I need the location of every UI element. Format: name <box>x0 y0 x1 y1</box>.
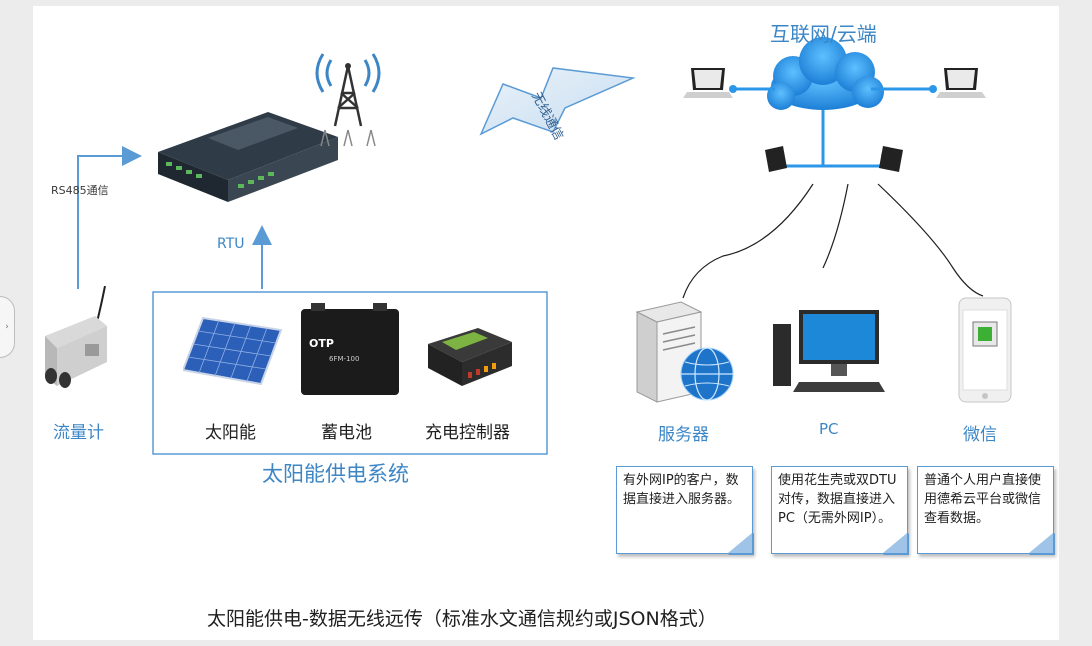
diagram-connectors <box>77 37 984 455</box>
laptop-right-icon <box>936 68 986 98</box>
pc-icon <box>773 310 885 392</box>
note-pc-text: 使用花生壳或双DTU对传，数据直接进入PC（无需外网IP）。 <box>778 473 897 526</box>
diagram-canvas: OTP 6FM-100 <box>33 6 1059 640</box>
wireless-bolt <box>479 67 636 136</box>
footer-caption: 太阳能供电-数据无线远传（标准水文通信规约或JSON格式） <box>207 608 717 630</box>
flowmeter-icon <box>45 286 107 388</box>
note-server: 有外网IP的客户，数据直接进入服务器。 <box>616 466 754 555</box>
battery-brand: OTP <box>309 337 334 350</box>
side-panel-handle[interactable]: › <box>0 296 15 358</box>
charge-controller-icon <box>428 328 512 386</box>
server-label: 服务器 <box>658 425 709 445</box>
note-server-text: 有外网IP的客户，数据直接进入服务器。 <box>623 473 741 507</box>
tablet-left-icon <box>765 146 787 172</box>
battery-label: 蓄电池 <box>321 423 372 443</box>
rs485-arrow <box>77 146 142 289</box>
power-system-box <box>152 291 548 455</box>
device-links <box>682 183 984 299</box>
solar-label: 太阳能 <box>205 423 256 443</box>
rs485-label: RS485通信 <box>51 184 109 197</box>
antenna-tower-icon <box>315 53 381 147</box>
laptop-left-icon <box>683 68 733 98</box>
power-system-label: 太阳能供电系统 <box>262 462 409 486</box>
rtu-label: RTU <box>217 236 245 252</box>
wechat-label: 微信 <box>963 425 997 445</box>
server-icon <box>635 301 734 403</box>
cloud-title: 互联网/云端 <box>770 22 877 46</box>
rtu-device-icon <box>158 112 338 202</box>
battery-model: 6FM-100 <box>329 355 360 363</box>
note-wechat: 普通个人用户直接使用德希云平台或微信查看数据。 <box>917 466 1055 555</box>
solar-panel-icon <box>183 316 283 386</box>
cloud-icon <box>767 37 884 110</box>
controller-label: 充电控制器 <box>425 423 510 443</box>
flowmeter-label: 流量计 <box>53 423 104 443</box>
note-pc: 使用花生壳或双DTU对传，数据直接进入PC（无需外网IP）。 <box>771 466 909 555</box>
note-wechat-text: 普通个人用户直接使用德希云平台或微信查看数据。 <box>924 473 1042 526</box>
tablet-right-icon <box>879 146 903 172</box>
pc-label: PC <box>819 420 839 438</box>
battery-icon: OTP 6FM-100 <box>301 303 399 395</box>
phone-icon <box>958 297 1012 403</box>
